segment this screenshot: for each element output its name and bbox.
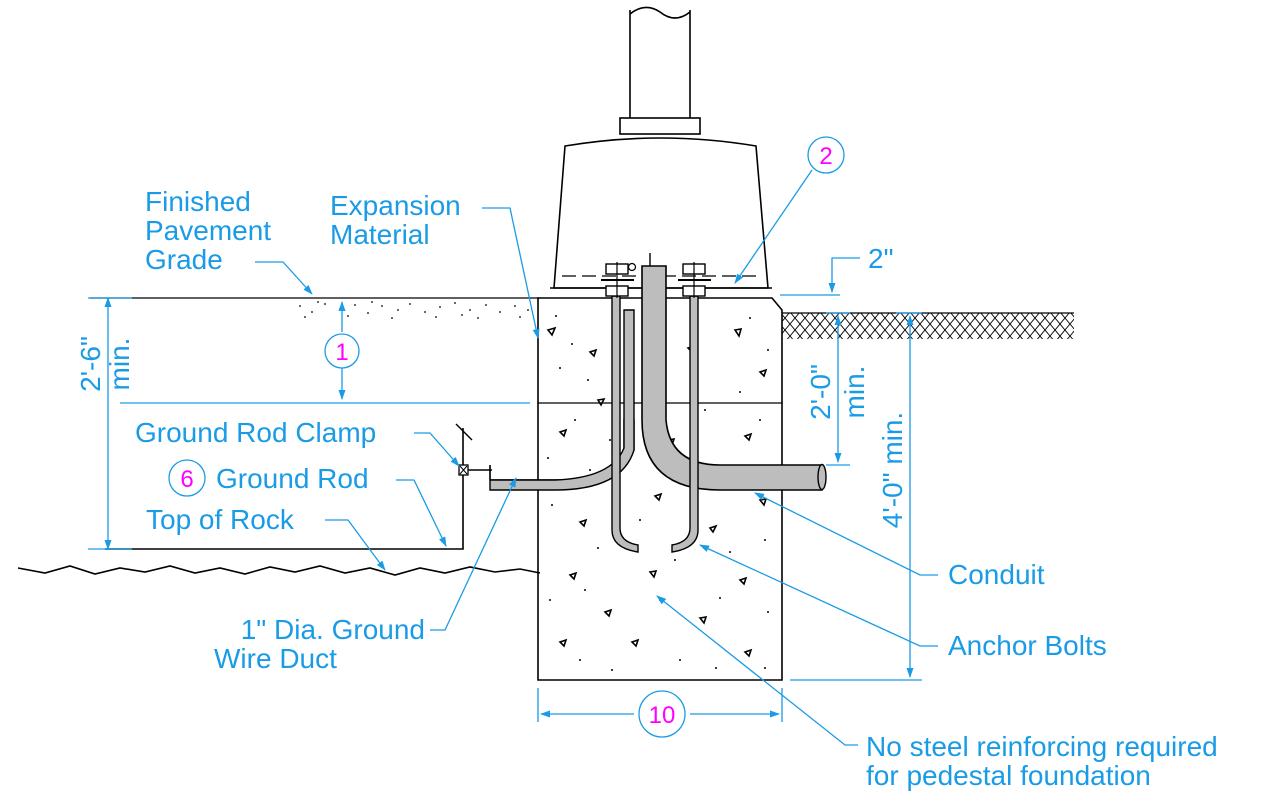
anchor-bolt-right [671, 262, 711, 553]
leader-no-steel-note [656, 595, 858, 746]
svg-text:6: 6 [180, 466, 193, 493]
callout-10: 10 [638, 690, 686, 738]
dim-text-2-0: 2'-0" [805, 364, 836, 420]
svg-text:1: 1 [335, 339, 348, 366]
label-pavement: Pavement [145, 215, 271, 246]
dim-callout-1 [120, 301, 530, 404]
label-ground-rod-clamp: Ground Rod Clamp [135, 417, 376, 448]
leader-ground-rod-clamp [414, 432, 460, 467]
svg-text:2: 2 [819, 143, 832, 170]
anchor-bolt-left [601, 262, 639, 553]
label-ground-wire-duct-1: 1" Dia. Ground [241, 614, 425, 645]
leader-anchor-bolts [699, 544, 938, 647]
label-expansion: Expansion [330, 190, 461, 221]
dim-text-2-6: 2'-6" [75, 336, 106, 392]
label-conduit: Conduit [948, 559, 1045, 590]
dim-text-2-0-min: min. [839, 366, 870, 419]
rock-line [17, 565, 541, 576]
svg-text:10: 10 [649, 702, 676, 729]
dim-width-10 [537, 688, 783, 722]
dim-text-2in: 2" [868, 243, 894, 274]
dim-2in [780, 257, 860, 296]
leader-ground-rod [396, 479, 447, 547]
aggregate-marks [546, 326, 768, 658]
leader-expansion-material [482, 207, 540, 339]
leader-top-of-rock [325, 519, 386, 571]
callout-6: 6 [168, 459, 206, 497]
leader-callout-2 [734, 169, 813, 284]
ground-rod [105, 423, 492, 550]
label-anchor-bolts: Anchor Bolts [948, 630, 1107, 661]
label-no-steel-2: for pedestal foundation [866, 760, 1151, 791]
leader-ground-wire-duct [430, 477, 517, 631]
label-ground-rod: Ground Rod [216, 463, 369, 494]
dim-text-2-6-min: min. [104, 338, 135, 391]
callout-1: 1 [324, 333, 360, 369]
right-grade-hatch [782, 312, 1074, 339]
dim-2-6 [88, 297, 132, 550]
leader-conduit [754, 492, 938, 576]
dim-text-4-0: 4'-0" min. [877, 412, 908, 528]
label-material: Material [330, 219, 430, 250]
label-top-of-rock: Top of Rock [146, 504, 295, 535]
dim-4-0 [790, 312, 922, 681]
callout-2: 2 [807, 136, 845, 174]
leader-pavement-grade [255, 261, 313, 295]
label-finished: Finished [145, 186, 251, 217]
label-no-steel-1: No steel reinforcing required [866, 731, 1218, 762]
pavement-grade [90, 297, 540, 319]
dim-2-0 [826, 312, 850, 466]
main-conduit [627, 253, 827, 491]
pole [619, 6, 701, 135]
label-grade: Grade [145, 244, 223, 275]
label-ground-wire-duct-2: Wire Duct [214, 643, 337, 674]
